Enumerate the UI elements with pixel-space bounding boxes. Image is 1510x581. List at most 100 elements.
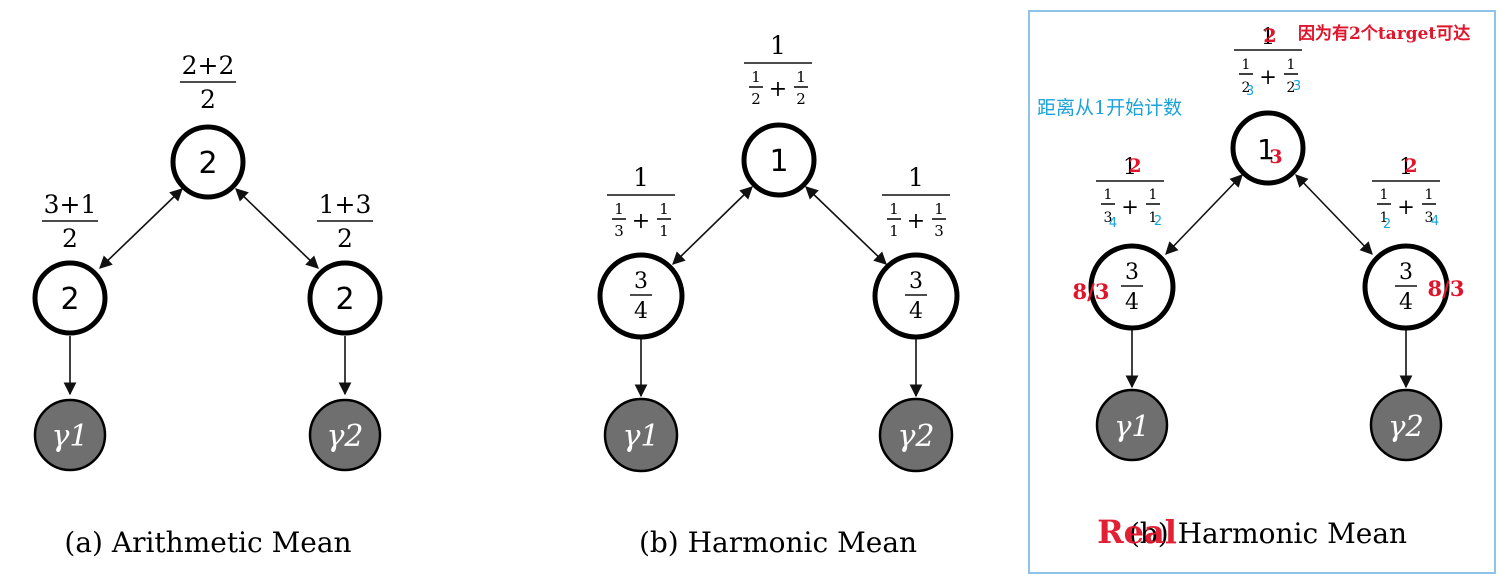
caption-c: (b) Harmonic Mean [1129, 517, 1407, 550]
left-term2-den-blue: 2 [1154, 214, 1162, 229]
node-top-value: 2 [198, 146, 217, 181]
note-distance: 距离从1开始计数 [1037, 97, 1182, 119]
right-frac-num: 1 [908, 163, 924, 192]
top-term1-den-blue: 3 [1246, 84, 1254, 99]
target-node-1 [1095, 388, 1169, 462]
node-top-value: 1 [769, 144, 788, 179]
node-right-num: 3 [1399, 260, 1413, 285]
node-top [1230, 110, 1306, 186]
node-left-den: 4 [634, 299, 648, 324]
left-frac-num: 1 [1123, 155, 1137, 180]
node-left-den: 4 [1125, 290, 1139, 315]
top-term1-num: 1 [1242, 57, 1251, 73]
node-left-value: 2 [60, 282, 79, 317]
top-frac-num: 1 [1261, 25, 1275, 50]
right-frac-num: 1 [1399, 155, 1413, 180]
node-right [1362, 243, 1450, 331]
right-frac-num-red: 2 [1404, 155, 1417, 177]
top-term2-num: 1 [796, 68, 806, 86]
top-term2-den: 2 [1287, 80, 1296, 96]
edge-top-right [805, 186, 887, 265]
node-left-side-red: 8/3 [1073, 279, 1110, 304]
node-right-den: 4 [1399, 290, 1413, 315]
node-left [597, 252, 685, 340]
left-frac-num-red: 2 [1128, 155, 1141, 177]
right-term2-den-blue: 4 [1431, 214, 1439, 229]
target-node-2 [308, 398, 382, 472]
node-right [307, 260, 383, 336]
right-frac-num: 1+3 [319, 190, 372, 219]
node-left [1088, 243, 1176, 331]
left-term2-den: 1 [659, 222, 669, 240]
right-term2-num: 1 [1425, 187, 1434, 203]
top-term2-den: 2 [796, 90, 806, 108]
left-frac-den: 2 [62, 224, 78, 253]
target-label-1: γ1 [1114, 409, 1150, 443]
target-label-2: γ2 [1388, 409, 1424, 443]
right-term2-den: 3 [1425, 210, 1434, 226]
right-term1-den-blue: 2 [1383, 217, 1391, 232]
target-label-1: γ1 [51, 419, 88, 454]
target-node-2 [878, 397, 954, 473]
node-right-num: 3 [909, 269, 923, 294]
target-node-1 [33, 398, 107, 472]
node-right-value: 2 [335, 282, 354, 317]
left-term2-num: 1 [659, 200, 669, 218]
target-node-2 [1369, 388, 1443, 462]
right-term1-num: 1 [1380, 187, 1389, 203]
node-right-side-red: 8/3 [1428, 276, 1465, 301]
top-frac-num-red: 2 [1263, 25, 1276, 47]
right-plus: + [907, 209, 925, 234]
left-term1-den: 3 [1104, 210, 1113, 226]
top-term2-num: 1 [1287, 57, 1296, 73]
target-label-2: γ2 [897, 419, 934, 454]
left-term2-num: 1 [1149, 187, 1158, 203]
left-plus: + [1121, 195, 1139, 219]
panel-arithmetic-mean: 2+2 2 3+1 2 1+3 2 2 2 2 γ1 γ2 (a) Arithm… [32, 51, 383, 559]
right-term2-num: 1 [934, 200, 944, 218]
right-frac-den: 2 [337, 224, 353, 253]
right-term1-num: 1 [889, 200, 899, 218]
target-label-2: γ2 [326, 419, 363, 454]
right-term1-den: 1 [889, 222, 899, 240]
top-frac-num: 2+2 [182, 51, 235, 80]
top-term1-den: 2 [1242, 80, 1251, 96]
left-term1-num: 1 [1104, 187, 1113, 203]
caption-a: (a) Arithmetic Mean [64, 526, 351, 559]
note-two-targets: 因为有2个target可达 [1298, 23, 1470, 44]
target-label-1: γ1 [622, 419, 659, 454]
node-top [741, 122, 817, 198]
panel-harmonic-mean: 1 1 2 + 1 2 1 1 3 + 1 1 1 1 1 + 1 3 [597, 31, 960, 559]
left-term1-num: 1 [614, 200, 624, 218]
node-top-value: 1 [1257, 133, 1275, 166]
top-frac-den: 2 [200, 85, 216, 114]
left-plus: + [632, 209, 650, 234]
right-term1-den: 1 [1380, 210, 1389, 226]
caption-overlay-real: Real [1097, 513, 1177, 551]
target-node-1 [603, 397, 679, 473]
top-term2-den-blue: 3 [1293, 79, 1301, 94]
top-frac-num: 1 [770, 31, 786, 60]
node-left [32, 260, 108, 336]
node-left-num: 3 [634, 269, 648, 294]
caption-b: (b) Harmonic Mean [639, 526, 917, 559]
panel-annotated-harmonic-mean: 因为有2个target可达 距离从1开始计数 1 2 1 2 3 + 1 2 3… [1028, 10, 1496, 574]
edge-top-left [99, 188, 183, 269]
node-left-num: 3 [1125, 260, 1139, 285]
node-right [872, 252, 960, 340]
right-term2-den: 3 [934, 222, 944, 240]
top-plus: + [769, 77, 787, 102]
node-top-value-red: 3 [1269, 146, 1282, 168]
left-term1-den: 3 [614, 222, 624, 240]
left-term2-den: 1 [1149, 210, 1158, 226]
top-term1-den: 2 [751, 90, 761, 108]
left-term1-den-blue: 4 [1109, 216, 1117, 231]
left-frac-num: 3+1 [44, 190, 97, 219]
right-plus: + [1397, 195, 1415, 219]
edge-top-right [235, 188, 319, 269]
edge-top-left [672, 186, 753, 265]
edge-top-right [1295, 174, 1373, 255]
node-right-den: 4 [909, 299, 923, 324]
top-term1-num: 1 [751, 68, 761, 86]
